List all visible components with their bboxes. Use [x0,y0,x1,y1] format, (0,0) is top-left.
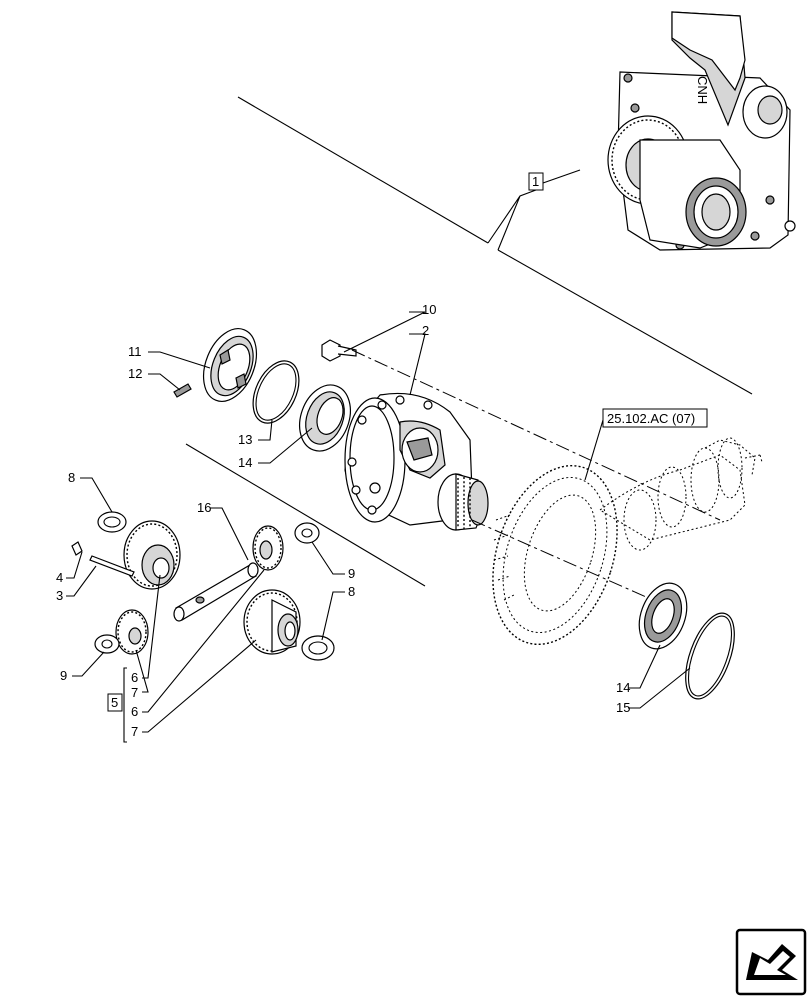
callout-13[interactable]: 13 [238,432,252,447]
leader-7b [142,639,257,733]
pinion-gear-left [115,609,149,655]
svg-text:1: 1 [532,174,539,189]
leader-6b [142,569,265,713]
leader-14-upper [258,427,313,464]
callout-4[interactable]: 4 [56,570,63,585]
callout-6a[interactable]: 6 [131,670,138,685]
callout-12[interactable]: 12 [128,366,142,381]
callout-8-right[interactable]: 8 [348,584,355,599]
leader-1 [542,169,581,184]
callout-11[interactable]: 11 [128,344,142,359]
thrust-washer-small [94,634,120,654]
cross-shaft [173,562,259,622]
pinion-gear-right [252,525,284,571]
bearing-upper [299,384,351,452]
leader-10 [343,311,426,353]
leader-14-lower [628,644,661,689]
bearing-cup [202,328,258,402]
leader-9-left [72,651,105,677]
leader-3 [66,565,97,597]
roll-pin [173,383,192,398]
leader-2 [409,333,426,396]
housing-assembly: CNH [607,11,796,251]
bracket-5 [123,667,127,743]
side-gear-right [243,589,301,655]
thrust-washer-right [294,522,320,544]
thrust-washer-lower [301,635,335,661]
leader-8-right [321,591,345,641]
shaft [89,555,135,577]
leader-reference [584,419,604,481]
callout-5[interactable]: 5 [107,693,123,712]
ring-gear-reference [492,437,763,646]
callout-16[interactable]: 16 [197,500,211,515]
callout-2[interactable]: 2 [422,323,429,338]
callout-9-right[interactable]: 9 [348,566,355,581]
callout-6b[interactable]: 6 [131,704,138,719]
differential-case [344,392,489,531]
bolt [321,339,357,362]
callout-14-upper[interactable]: 14 [238,455,252,470]
leader-11 [148,351,211,369]
callout-1[interactable]: 1 [528,172,544,191]
callout-7b[interactable]: 7 [131,724,138,739]
leader-9-right [311,541,345,575]
callout-9-left[interactable]: 9 [60,668,67,683]
callout-14-lower[interactable]: 14 [616,680,630,695]
leader-16 [210,507,249,561]
leader-7a [135,649,149,693]
separator-line-lower [185,443,426,587]
callout-10[interactable]: 10 [422,302,436,317]
reference-label-box[interactable]: 25.102.AC (07) [602,408,708,428]
pin [71,541,83,556]
next-page-arrow-icon[interactable] [735,928,807,996]
callout-3[interactable]: 3 [56,588,63,603]
snap-ring [252,360,300,424]
casting-mark: CNH [695,76,710,104]
svg-text:25.102.AC (07): 25.102.AC (07) [607,411,695,426]
leader-12 [148,373,181,391]
leader-1-split [487,189,537,251]
bearing-lower [638,582,688,650]
side-gear-left [123,520,181,590]
snap-ring-lower [685,612,735,700]
svg-text:5: 5 [111,695,118,710]
leader-13 [258,419,273,441]
separator-line-upper-b [497,249,753,395]
callout-7a[interactable]: 7 [131,685,138,700]
thrust-washer-left [97,511,127,533]
callout-8-left[interactable]: 8 [68,470,75,485]
callout-15[interactable]: 15 [616,700,630,715]
leader-8-left [80,477,113,513]
separator-line-upper-a [237,96,489,244]
leader-4 [66,551,83,579]
leader-15 [628,667,691,709]
